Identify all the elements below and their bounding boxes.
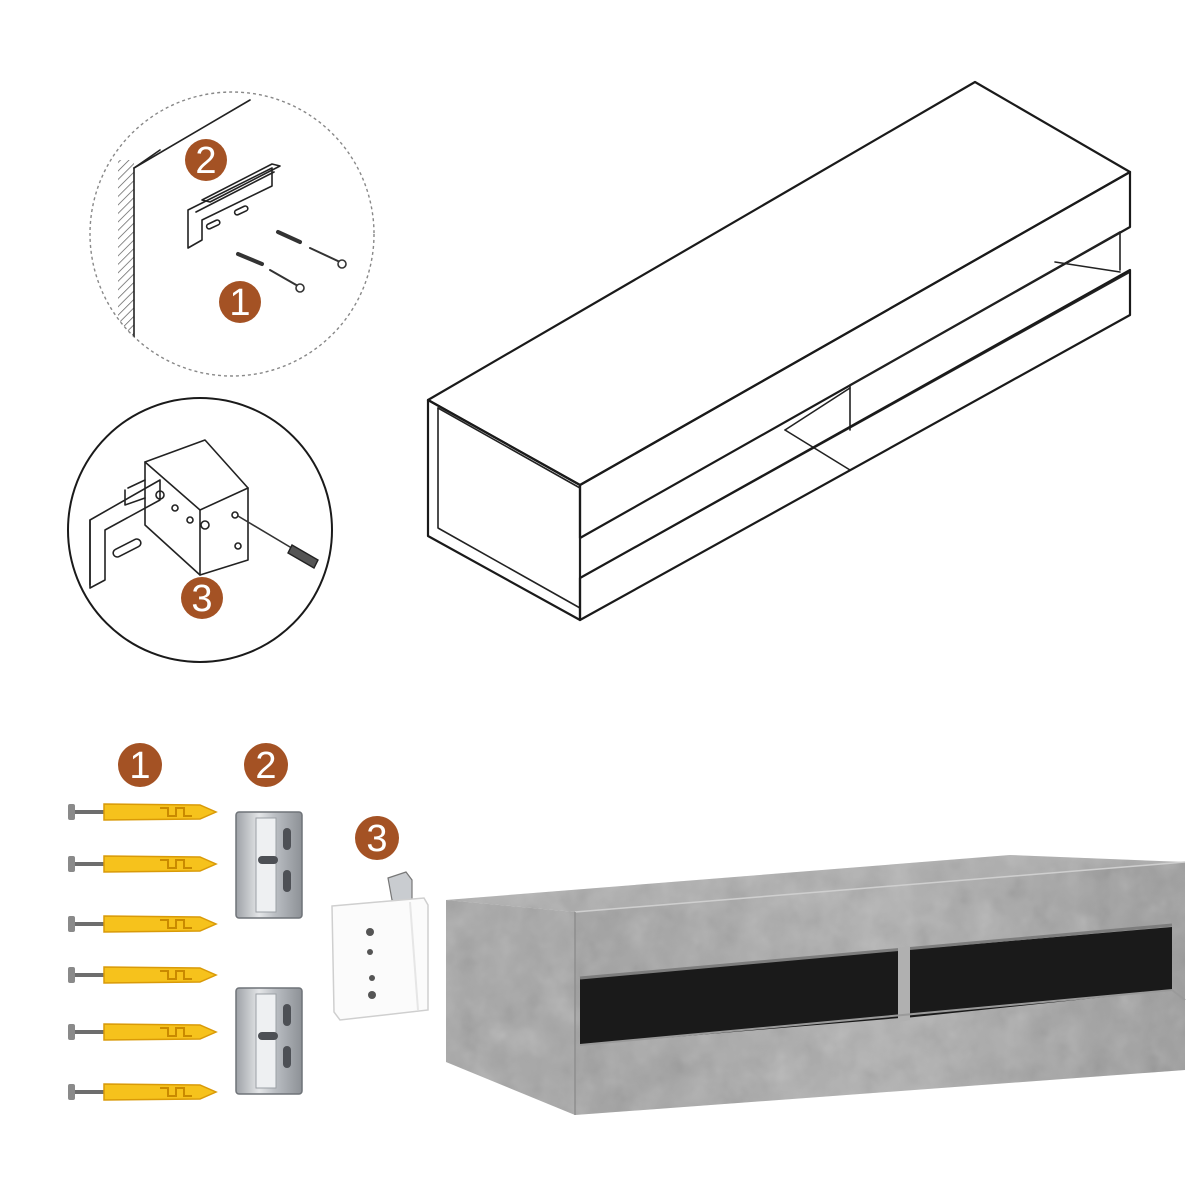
- badge-parts-hanger: 3: [355, 816, 399, 860]
- parts-anchors: 1: [66, 743, 218, 1102]
- badge-parts-anchor: 1: [118, 743, 162, 787]
- cabinet-photo-render: [446, 855, 1186, 1115]
- anchor-screw-icon: [236, 230, 347, 293]
- svg-text:2: 2: [195, 140, 216, 182]
- anchor-screw-set: [66, 803, 218, 1102]
- badge-top-anchor: 1: [219, 281, 261, 324]
- bracket-icon: [187, 163, 281, 249]
- cabinet-opening-left: [580, 950, 900, 1045]
- screwdriver-icon: [237, 515, 319, 569]
- svg-text:2: 2: [255, 745, 276, 787]
- svg-text:1: 1: [229, 282, 250, 324]
- metal-bracket-icon: [235, 987, 303, 1095]
- svg-text:1: 1: [129, 745, 150, 787]
- metal-bracket-icon: [235, 811, 303, 919]
- wall-hatch-icon: [118, 160, 134, 376]
- badge-top-screwdriver: 3: [181, 577, 223, 620]
- badge-parts-bracket: 2: [244, 743, 288, 787]
- svg-text:3: 3: [366, 818, 387, 860]
- detail-circle-hanger: 3: [67, 397, 333, 663]
- parts-brackets: 2: [235, 743, 303, 1095]
- badge-top-bracket: 2: [185, 139, 227, 182]
- cabinet-line-drawing: [426, 80, 1132, 622]
- hanger-block-icon: [331, 871, 429, 1021]
- wall-anchor-icon: [68, 803, 218, 821]
- svg-text:3: 3: [191, 578, 212, 620]
- detail-circle-wall-mount: 2 1: [89, 91, 375, 377]
- parts-hanger: 3: [331, 816, 429, 1021]
